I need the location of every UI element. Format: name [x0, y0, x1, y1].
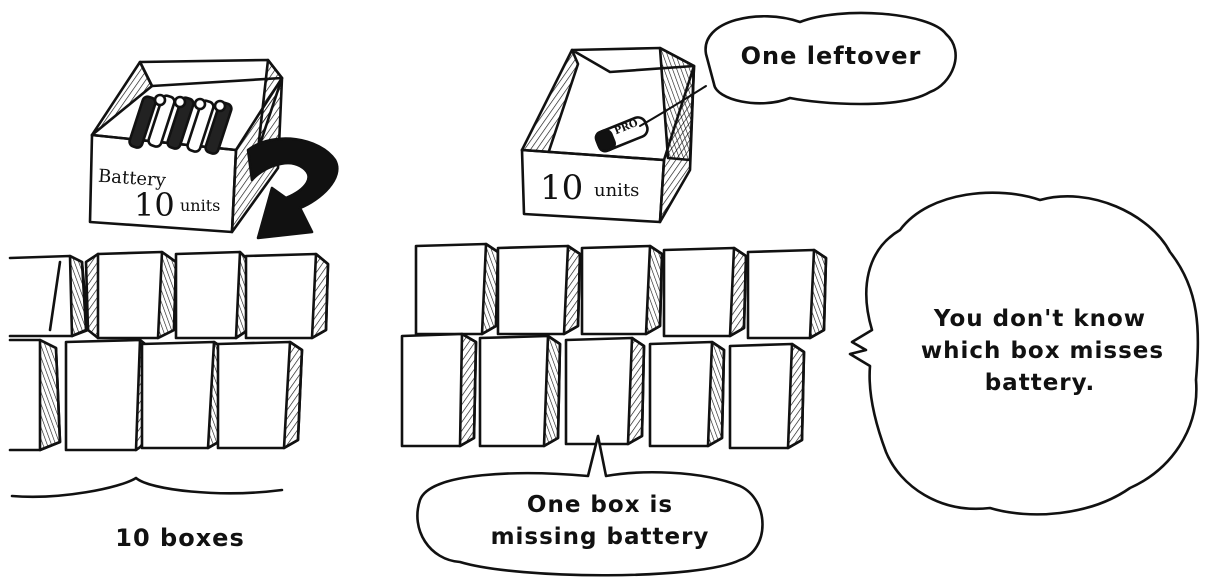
box-grid-right: [402, 244, 826, 448]
bubble-missing-line2: missing battery: [440, 524, 760, 550]
box-label-count-left: 10: [134, 186, 175, 224]
bubble-leftover-text: One leftover: [716, 42, 946, 70]
box-label-unit-left: units: [180, 196, 220, 215]
bubble-unknown-line1: You don't know: [880, 306, 1200, 332]
bubble-unknown-line3: battery.: [880, 370, 1200, 396]
bubble-unknown-line2: which box misses: [880, 338, 1205, 364]
box-label-unit-right: units: [594, 180, 639, 201]
box-label-count-right: 10: [540, 168, 583, 208]
box-grid-left: [10, 252, 328, 497]
caption-10-boxes: 10 boxes: [80, 524, 280, 552]
bubble-missing-line1: One box is: [450, 492, 750, 518]
